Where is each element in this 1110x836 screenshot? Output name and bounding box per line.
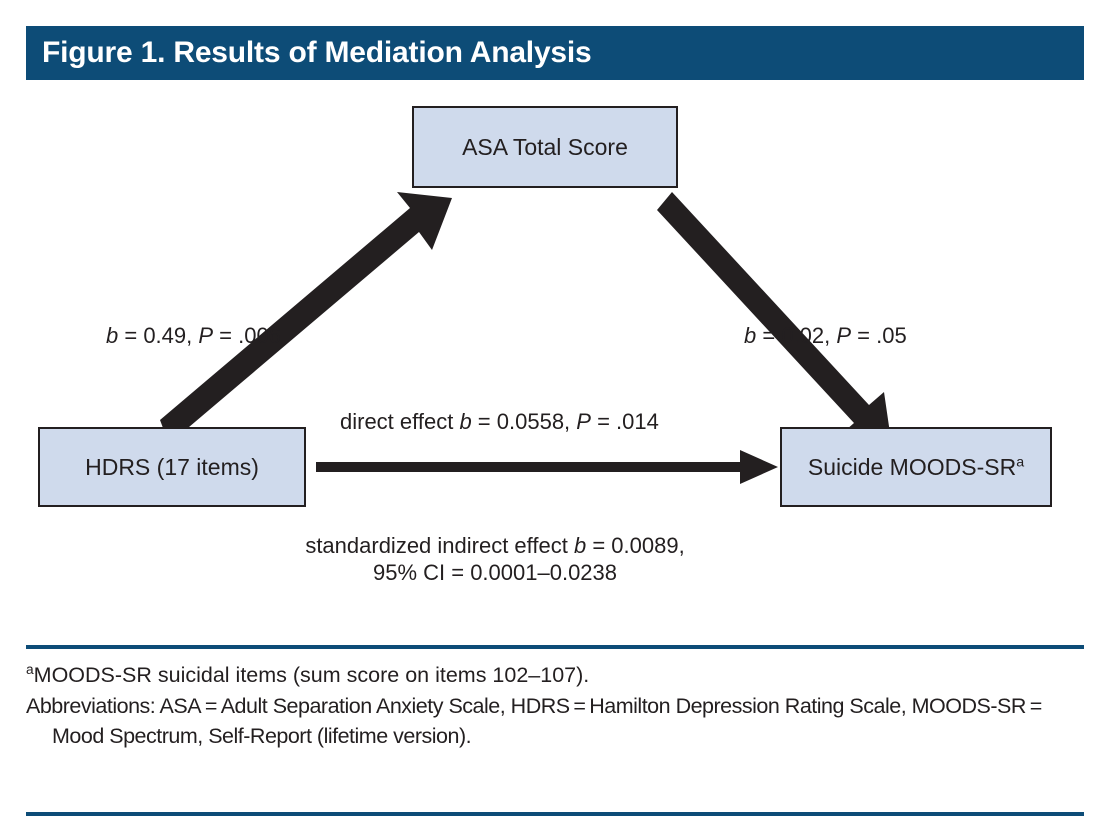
label-direct-p-symbol: P	[576, 409, 591, 434]
node-suicide-footnote-marker: a	[1016, 453, 1025, 470]
arrow-a-path	[160, 192, 452, 444]
label-b-coef-symbol: b	[744, 323, 757, 348]
footnote-top-rule	[26, 645, 1084, 649]
label-b-coef-value: = 0.02,	[756, 323, 837, 348]
footnote-abbreviations: Abbreviations: ASA = Adult Separation An…	[26, 693, 1046, 749]
label-a-path: b = 0.49, P = .006	[106, 323, 281, 350]
footnote-a-text: MOODS-SR suicidal items (sum score on it…	[33, 663, 590, 687]
mediation-diagram: ASA Total Score HDRS (17 items) Suicide …	[0, 80, 1110, 625]
label-direct-coef-value: = 0.0558,	[471, 409, 577, 434]
label-a-p-value: = .006	[213, 323, 281, 348]
label-indirect-effect: standardized indirect effect b = 0.0089,…	[285, 533, 705, 587]
figure-bottom-rule	[26, 812, 1084, 816]
node-suicide-label: Suicide MOODS-SRa	[807, 453, 1025, 480]
label-indirect-coef-value: = 0.0089,	[586, 533, 685, 558]
label-indirect-prefix: standardized indirect effect	[305, 533, 574, 558]
label-direct-effect: direct effect b = 0.0558, P = .014	[340, 409, 659, 436]
arrow-layer	[160, 192, 892, 484]
node-hdrs-label: HDRS (17 items)	[85, 453, 259, 480]
label-indirect-ci: 95% CI = 0.0001–0.0238	[372, 559, 618, 585]
label-a-p-symbol: P	[198, 323, 214, 348]
node-asa-label: ASA Total Score	[462, 133, 628, 160]
label-a-coef-value: = 0.49,	[118, 323, 199, 348]
footnote-block: aMOODS-SR suicidal items (sum score on i…	[26, 660, 1084, 752]
label-a-coef-symbol: b	[106, 323, 119, 348]
node-hdrs[interactable]: HDRS (17 items)	[38, 427, 306, 507]
node-suicide-moods-sr[interactable]: Suicide MOODS-SRa	[780, 427, 1052, 507]
label-direct-coef-symbol: b	[459, 409, 472, 434]
label-direct-prefix: direct effect	[340, 409, 460, 434]
arrow-direct-effect	[316, 450, 778, 484]
footnote-a-marker: a	[26, 661, 34, 677]
label-indirect-coef-symbol: b	[573, 533, 587, 558]
label-b-p-value: = .05	[851, 323, 907, 348]
label-b-path: b = 0.02, P = .05	[744, 323, 907, 350]
footnote-a: aMOODS-SR suicidal items (sum score on i…	[26, 660, 1084, 691]
node-suicide-label-text: Suicide MOODS-SR	[807, 453, 1017, 480]
label-direct-p-value: = .014	[590, 409, 659, 434]
figure-title: Figure 1. Results of Mediation Analysis	[42, 36, 592, 69]
node-asa-total-score[interactable]: ASA Total Score	[412, 106, 678, 188]
label-b-p-symbol: P	[836, 323, 852, 348]
figure-title-bar: Figure 1. Results of Mediation Analysis	[26, 26, 1084, 80]
arrow-b-path	[657, 192, 892, 447]
